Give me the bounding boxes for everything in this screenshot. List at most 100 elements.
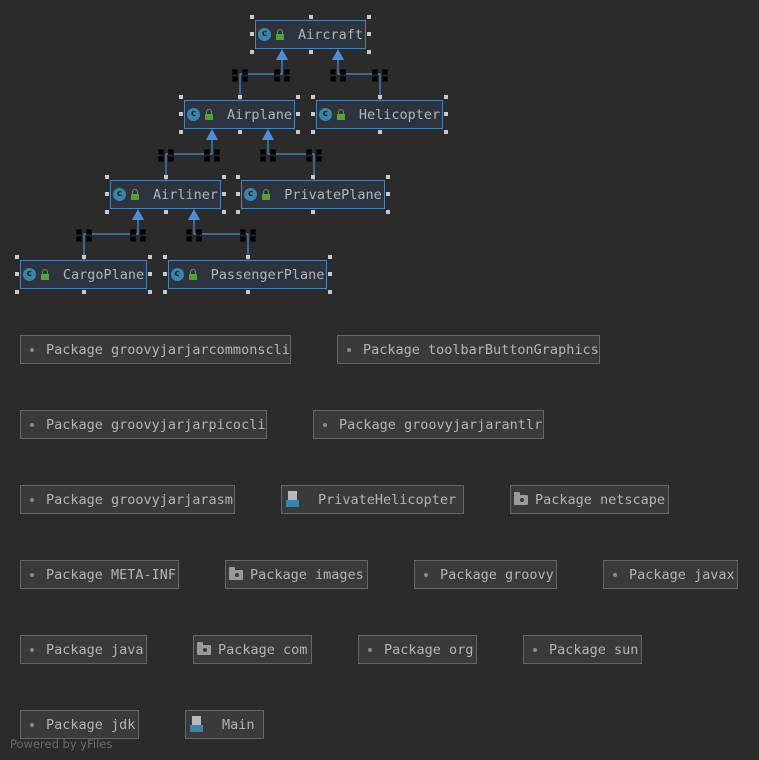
edge-bend-handle[interactable] xyxy=(76,229,82,235)
edge-bend-handle[interactable] xyxy=(306,156,312,162)
selection-handle[interactable] xyxy=(237,130,242,134)
selection-handle[interactable] xyxy=(311,175,315,179)
inheritance-edge[interactable] xyxy=(239,58,283,100)
edge-bend-handle[interactable] xyxy=(284,76,290,82)
edge-bend-handle[interactable] xyxy=(196,236,202,242)
selection-handle[interactable] xyxy=(148,272,152,276)
edge-bend-handle[interactable] xyxy=(270,149,276,155)
edge-bend-handle[interactable] xyxy=(186,229,192,235)
selection-handle[interactable] xyxy=(236,192,240,196)
selection-handle[interactable] xyxy=(386,210,390,214)
edge-bend-handle[interactable] xyxy=(130,236,136,242)
selection-handle[interactable] xyxy=(367,32,371,36)
edge-bend-handle[interactable] xyxy=(186,236,192,242)
edge-bend-handle[interactable] xyxy=(270,156,276,162)
edge-bend-handle[interactable] xyxy=(382,69,388,75)
edge-bend-handle[interactable] xyxy=(284,69,290,75)
edge-bend-handle[interactable] xyxy=(242,69,248,75)
package-node[interactable]: Package groovyjarjarcommonscli xyxy=(20,335,291,364)
selection-handle[interactable] xyxy=(222,192,226,196)
selection-handle[interactable] xyxy=(15,272,19,276)
selection-handle[interactable] xyxy=(236,210,240,214)
edge-bend-handle[interactable] xyxy=(250,236,256,242)
selection-handle[interactable] xyxy=(386,175,390,179)
inheritance-edge[interactable] xyxy=(193,218,249,260)
selection-handle[interactable] xyxy=(245,255,250,259)
edge-bend-handle[interactable] xyxy=(382,76,388,82)
edge-bend-handle[interactable] xyxy=(274,76,280,82)
selection-handle[interactable] xyxy=(377,130,382,134)
package-node[interactable]: Package toolbarButtonGraphics xyxy=(337,335,600,364)
edge-bend-handle[interactable] xyxy=(260,156,266,162)
selection-handle[interactable] xyxy=(444,112,448,116)
selection-handle[interactable] xyxy=(163,210,168,214)
selection-handle[interactable] xyxy=(148,290,152,294)
selection-handle[interactable] xyxy=(308,15,313,19)
edge-bend-handle[interactable] xyxy=(158,149,164,155)
edge-bend-handle[interactable] xyxy=(316,149,322,155)
selection-handle[interactable] xyxy=(250,15,254,19)
package-node[interactable]: Package org xyxy=(358,635,477,664)
selection-handle[interactable] xyxy=(444,130,448,134)
edge-bend-handle[interactable] xyxy=(214,156,220,162)
selection-handle[interactable] xyxy=(179,112,183,116)
edge-bend-handle[interactable] xyxy=(340,69,346,75)
edge-bend-handle[interactable] xyxy=(330,76,336,82)
package-node[interactable]: Package groovy xyxy=(414,560,557,589)
package-node[interactable]: Package groovyjarjarasm xyxy=(20,485,235,514)
selection-handle[interactable] xyxy=(308,50,313,54)
selection-handle[interactable] xyxy=(15,290,19,294)
edge-bend-handle[interactable] xyxy=(330,69,336,75)
edge-bend-handle[interactable] xyxy=(250,229,256,235)
inheritance-edge[interactable] xyxy=(337,58,381,100)
selection-handle[interactable] xyxy=(105,175,109,179)
package-node[interactable]: Package META-INF xyxy=(20,560,179,589)
edge-bend-handle[interactable] xyxy=(232,69,238,75)
edge-bend-handle[interactable] xyxy=(76,236,82,242)
selection-handle[interactable] xyxy=(148,255,152,259)
selection-handle[interactable] xyxy=(311,130,315,134)
package-node[interactable]: Package images xyxy=(225,560,368,589)
edge-bend-handle[interactable] xyxy=(86,236,92,242)
selection-handle[interactable] xyxy=(296,130,300,134)
inheritance-edge[interactable] xyxy=(165,138,213,180)
edge-bend-handle[interactable] xyxy=(340,76,346,82)
edge-bend-handle[interactable] xyxy=(130,229,136,235)
selection-handle[interactable] xyxy=(377,95,382,99)
selection-handle[interactable] xyxy=(250,50,254,54)
package-node[interactable]: PrivateHelicopter xyxy=(281,485,464,514)
edge-bend-handle[interactable] xyxy=(158,156,164,162)
edge-bend-handle[interactable] xyxy=(140,229,146,235)
selection-handle[interactable] xyxy=(311,112,315,116)
edge-bend-handle[interactable] xyxy=(372,76,378,82)
selection-handle[interactable] xyxy=(163,290,167,294)
selection-handle[interactable] xyxy=(328,290,332,294)
selection-handle[interactable] xyxy=(222,210,226,214)
selection-handle[interactable] xyxy=(296,95,300,99)
package-node[interactable]: Package java xyxy=(20,635,147,664)
edge-bend-handle[interactable] xyxy=(306,149,312,155)
selection-handle[interactable] xyxy=(328,272,332,276)
selection-handle[interactable] xyxy=(105,210,109,214)
selection-handle[interactable] xyxy=(311,210,315,214)
selection-handle[interactable] xyxy=(179,95,183,99)
selection-handle[interactable] xyxy=(163,175,168,179)
edge-bend-handle[interactable] xyxy=(260,149,266,155)
selection-handle[interactable] xyxy=(15,255,19,259)
selection-handle[interactable] xyxy=(105,192,109,196)
package-node[interactable]: Package sun xyxy=(523,635,642,664)
edge-bend-handle[interactable] xyxy=(240,229,246,235)
selection-handle[interactable] xyxy=(222,175,226,179)
selection-handle[interactable] xyxy=(163,255,167,259)
edge-bend-handle[interactable] xyxy=(168,149,174,155)
edge-bend-handle[interactable] xyxy=(196,229,202,235)
package-node[interactable]: Package com xyxy=(193,635,312,664)
